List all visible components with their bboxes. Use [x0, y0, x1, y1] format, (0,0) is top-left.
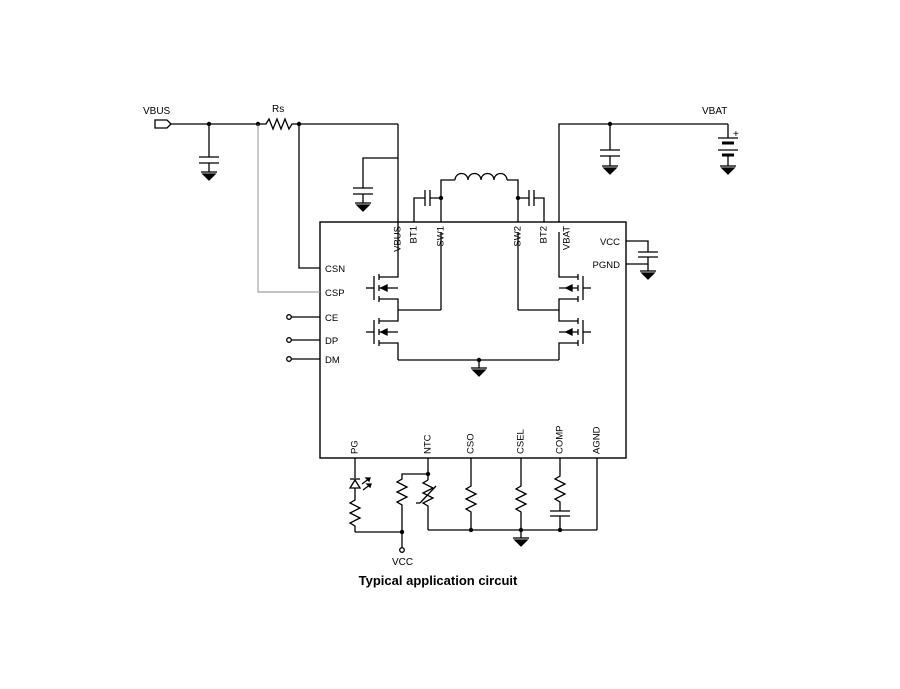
junction-dot — [518, 527, 524, 533]
pin-label-comp: COMP — [555, 426, 566, 455]
vcc-bottom-label: VCC — [392, 557, 413, 568]
battery-plus-label: + — [733, 129, 739, 140]
comp-rc-network — [550, 458, 570, 530]
sense-resistor-label: Rs — [272, 104, 284, 115]
pin-label-vcc: VCC — [600, 237, 620, 248]
high-side-mosfet-left — [366, 272, 399, 310]
junction-dot — [425, 471, 431, 477]
pin-label-csp: CSP — [325, 288, 345, 299]
pg-led — [348, 458, 372, 494]
ground-symbol — [355, 202, 371, 212]
ground-symbol — [471, 367, 487, 377]
pin-label-pgnd: PGND — [593, 260, 621, 271]
ntc-pullup-resistor — [395, 473, 428, 532]
vcc-capacitor — [626, 240, 658, 271]
pin-label-dm: DM — [325, 355, 340, 366]
pin-label-ce: CE — [325, 313, 338, 324]
pin-label-csel: CSEL — [516, 429, 527, 454]
ground-symbol — [602, 165, 618, 175]
pin-label-sw2: SW2 — [513, 226, 524, 247]
bootstrap-capacitor-2 — [517, 190, 545, 222]
pin-label-csn: CSN — [325, 264, 345, 275]
battery-symbol — [718, 124, 738, 166]
vbat-wire — [558, 123, 728, 222]
ground-symbol — [201, 171, 217, 181]
vcc-terminal — [399, 547, 405, 553]
pin-ce-terminal — [286, 314, 320, 320]
pin-dp-terminal — [286, 337, 320, 343]
pin-label-cso: CSO — [466, 433, 477, 454]
input-capacitor — [199, 124, 219, 172]
junction-dot — [468, 527, 474, 533]
pin-label-dp: DP — [325, 336, 338, 347]
ic-body — [319, 221, 627, 459]
pin-label-pg: PG — [350, 440, 361, 454]
pin-label-sw1: SW1 — [436, 226, 447, 247]
csel-resistor — [514, 458, 528, 538]
diagram-caption: Typical application circuit — [359, 573, 518, 588]
csp-wire — [257, 124, 320, 293]
low-side-mosfet-left — [366, 310, 399, 360]
vbus-connector — [154, 119, 172, 129]
vbat-label: VBAT — [702, 106, 727, 117]
pg-resistor — [348, 494, 362, 532]
low-side-mosfet-right — [558, 310, 591, 360]
vbus-decoupling-capacitor — [353, 157, 398, 203]
bootstrap-capacitor-1 — [413, 190, 442, 222]
csn-wire — [298, 124, 320, 269]
ground-symbol — [513, 537, 529, 547]
cso-resistor — [464, 458, 478, 530]
pin-label-vbat: VBAT — [562, 226, 573, 250]
pin-label-bt1: BT1 — [409, 226, 420, 243]
ntc-thermistor — [416, 479, 437, 512]
pin-label-bt2: BT2 — [539, 226, 550, 243]
pin-label-vbus: VBUS — [393, 226, 404, 252]
vbus-label: VBUS — [143, 106, 171, 117]
inductor — [440, 172, 519, 198]
high-side-mosfet-right — [558, 272, 591, 310]
junction-dot — [557, 527, 563, 533]
ground-symbol — [640, 270, 656, 280]
output-capacitor — [600, 124, 620, 166]
pin-dm-terminal — [286, 356, 320, 362]
ground-symbol — [720, 165, 736, 175]
pin-label-ntc: NTC — [423, 434, 434, 454]
pin-label-agnd: AGND — [592, 426, 603, 454]
sense-resistor — [258, 117, 299, 131]
